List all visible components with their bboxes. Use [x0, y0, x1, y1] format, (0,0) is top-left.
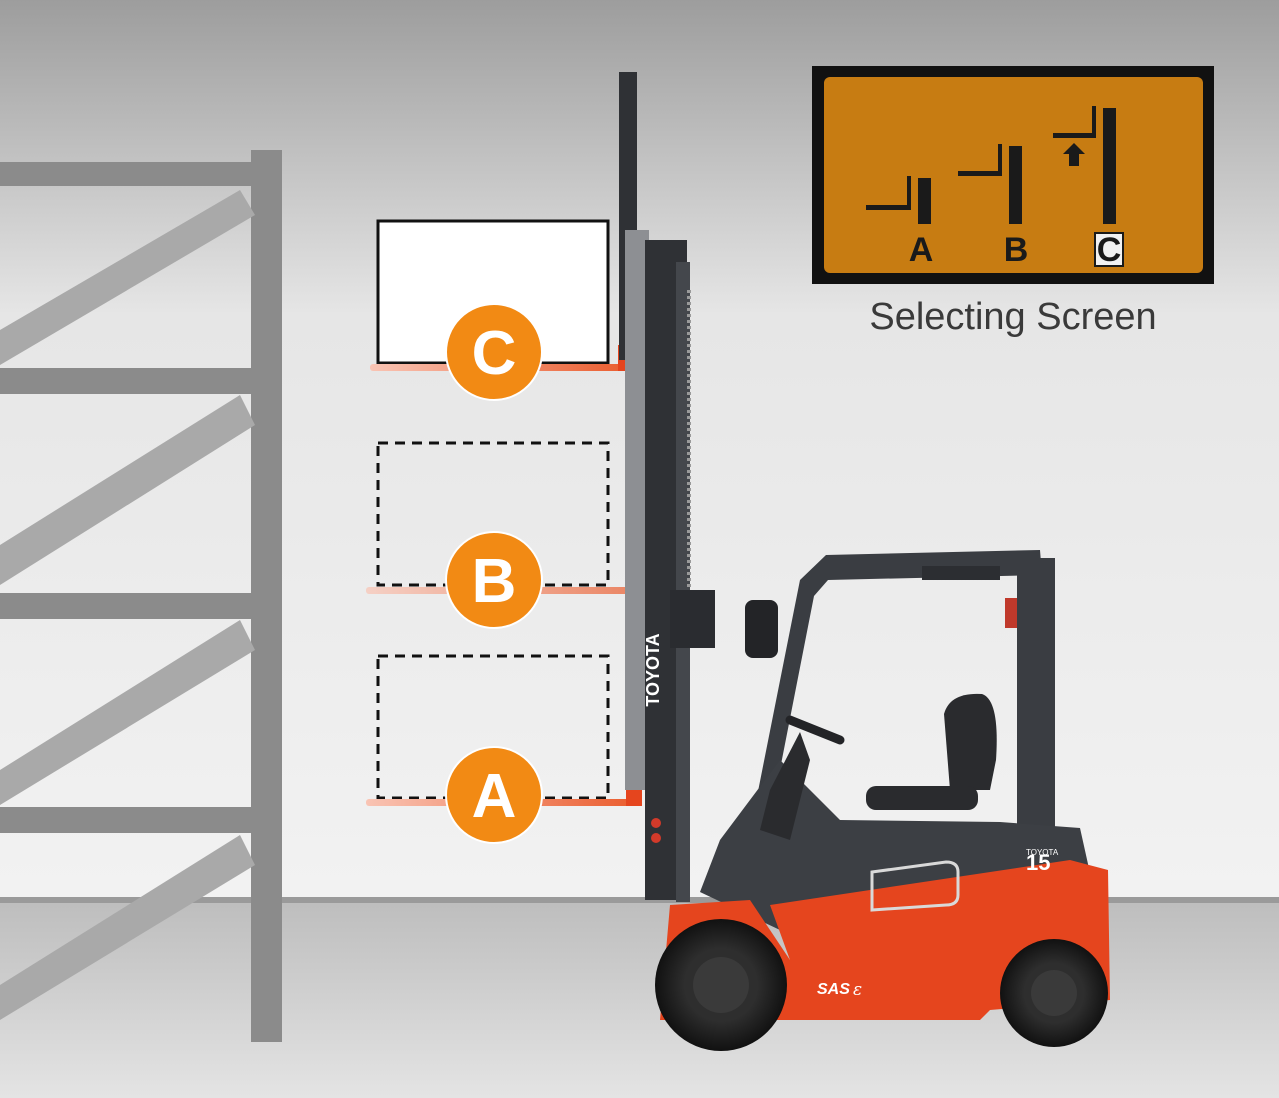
level-c-fork-blade [1053, 133, 1096, 138]
storage-rack [0, 150, 282, 1042]
front-wheel [655, 919, 787, 1051]
overhead-guard [738, 550, 1055, 892]
screen-level-b: B [958, 144, 1028, 269]
body-brand-small: TOYOTA [1026, 848, 1059, 857]
mast-brand-label: TOYOTA [643, 633, 663, 706]
badge-label-a: A [472, 762, 517, 831]
badge-circle-c [445, 303, 543, 401]
rack-beam-level-1 [0, 807, 282, 833]
badge-circle-b [445, 531, 543, 629]
selecting-screen-display: A B C [812, 66, 1214, 284]
selecting-screen-caption: Selecting Screen [869, 296, 1157, 338]
level-a-label: A [909, 231, 934, 269]
badge-label-c: C [472, 319, 517, 388]
seat-cushion [866, 786, 978, 810]
level-a-mast-icon [918, 178, 931, 224]
level-b-label: B [1004, 231, 1029, 269]
rack-brace [0, 835, 255, 1020]
level-c-selected-highlight [1094, 232, 1124, 267]
mast-cylinder-block [670, 590, 715, 648]
rack-brace [0, 620, 255, 805]
sas-badge-suffix: ε [853, 980, 862, 1000]
steering-wheel [760, 715, 845, 840]
level-a-fork-blade [866, 205, 911, 210]
screen-level-a: A [866, 176, 933, 269]
rack-beam-level-2 [0, 593, 282, 619]
steering-column [760, 732, 810, 840]
level-b-mast-icon [1009, 146, 1022, 224]
level-c-label: C [1097, 231, 1122, 269]
rear-mirror [745, 600, 778, 658]
guard-roof-slats [922, 566, 1000, 580]
rear-light [1005, 598, 1017, 628]
level-c-fork-upright [1092, 106, 1096, 138]
rack-brace [0, 395, 255, 585]
level-b-fork-upright [998, 144, 1002, 176]
rear-wheel [1000, 939, 1108, 1047]
badge-circle-a [445, 746, 543, 844]
level-a-fork-upright [907, 176, 911, 210]
screen-level-c: C [1053, 106, 1124, 269]
rear-hub [1031, 970, 1077, 1016]
rack-brace [0, 190, 255, 365]
rack-beam-level-3 [0, 368, 282, 394]
model-badge: 15 [1026, 850, 1050, 875]
operator-seat [866, 693, 997, 810]
badge-label-b: B [472, 547, 517, 616]
level-b-fork-blade [958, 171, 1002, 176]
front-hub [693, 957, 749, 1013]
mast-indicator-light [651, 833, 661, 843]
badge-position-a: A [445, 746, 543, 844]
level-c-mast-icon [1103, 108, 1116, 224]
seat-back [944, 693, 997, 790]
level-c-up-arrow-icon [1063, 143, 1085, 166]
sas-badge: SAS [817, 981, 850, 998]
forklift-mast: TOYOTA [619, 72, 715, 902]
rack-beam-top [0, 162, 282, 186]
guard-rear-pillar [1017, 558, 1055, 838]
load-box-position-b [376, 441, 610, 587]
badge-position-c: C [445, 303, 543, 401]
floor-line [0, 897, 1279, 903]
load-box-position-a [376, 654, 610, 800]
mast-indicator-light [651, 818, 661, 828]
badge-position-b: B [445, 531, 543, 629]
steering-wheel-rim [785, 715, 845, 745]
body-vent-outline [870, 860, 960, 912]
mast-rail-2 [676, 262, 690, 902]
